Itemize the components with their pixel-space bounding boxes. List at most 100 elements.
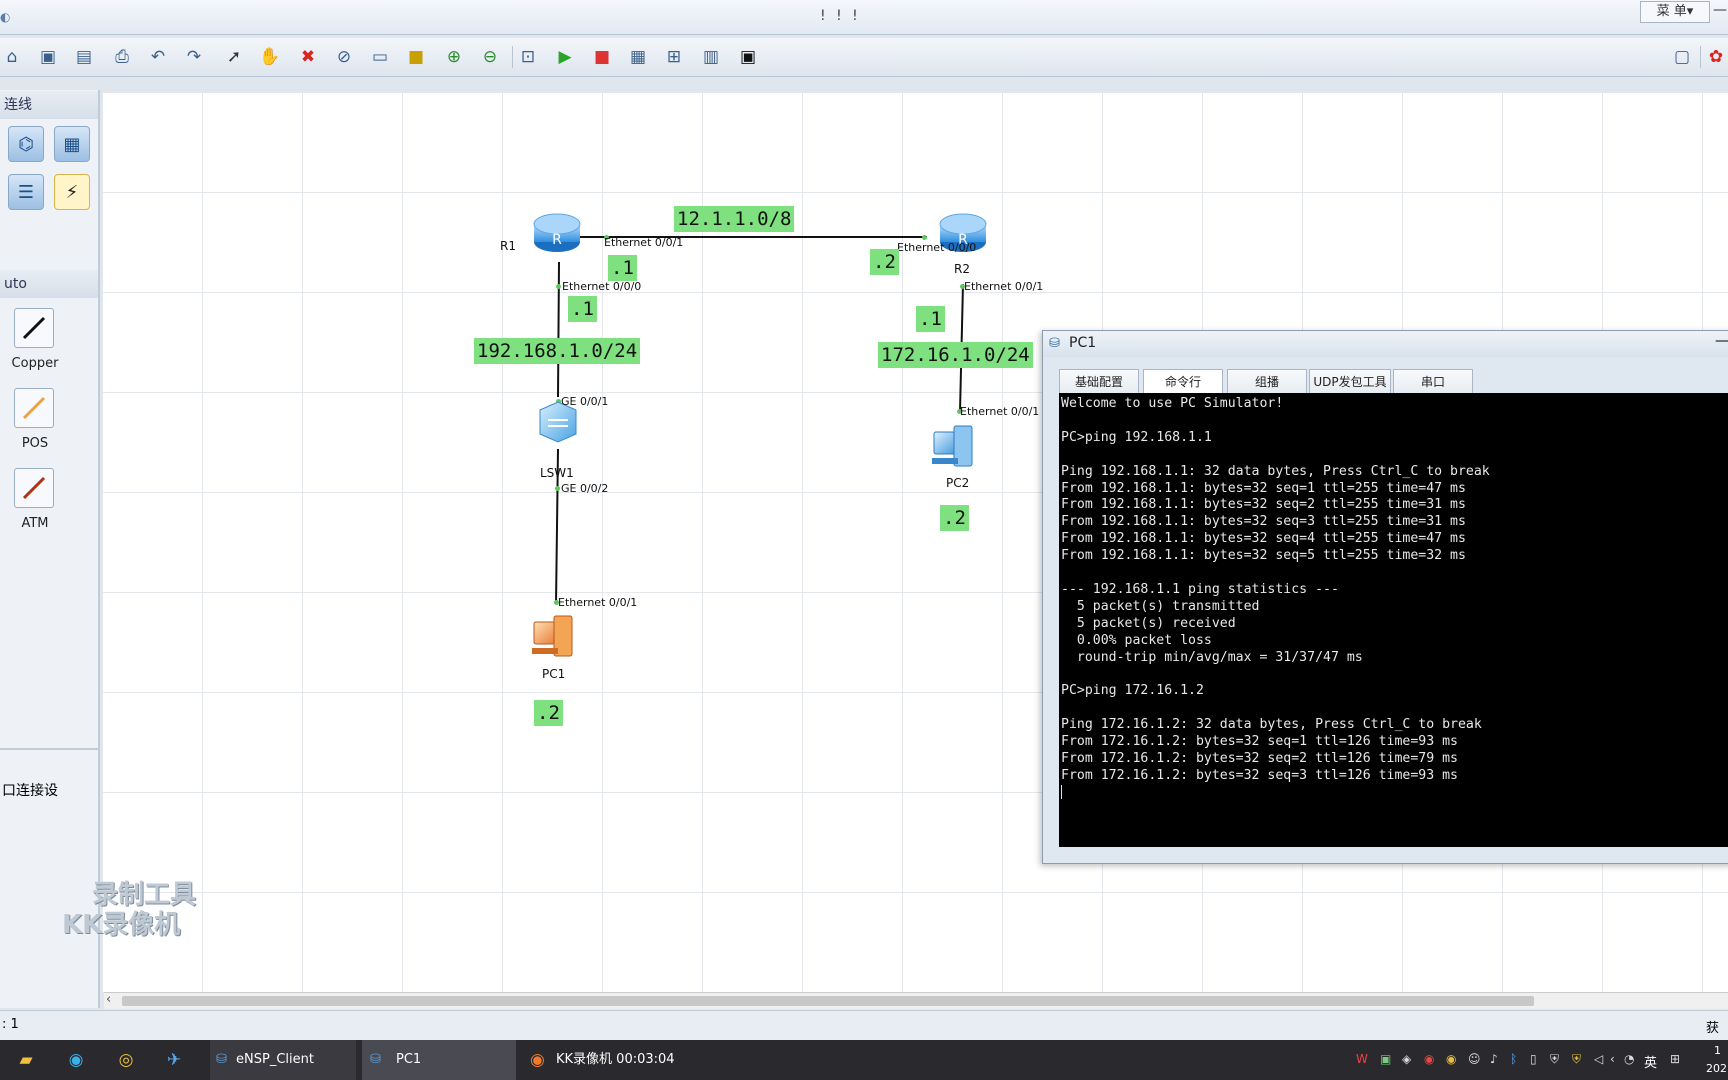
- pc1-device-icon[interactable]: [530, 612, 582, 662]
- wireless-device-icon[interactable]: ⌬: [8, 126, 44, 162]
- server-device-icon[interactable]: ☰: [8, 174, 44, 210]
- network-label-12[interactable]: 12.1.1.0/8: [674, 206, 795, 232]
- shield-tray-icon[interactable]: ⛨: [1572, 1052, 1582, 1066]
- console-line: --- 192.168.1.1 ping statistics ---: [1061, 581, 1339, 597]
- zoom-out-icon[interactable]: ⊖: [482, 47, 498, 67]
- address-label-r2-lan[interactable]: .1: [916, 306, 945, 332]
- tab-udp-tool[interactable]: UDP发包工具: [1309, 369, 1391, 394]
- tab-command-line[interactable]: 命令行: [1143, 369, 1223, 394]
- pc2-device-icon[interactable]: [930, 422, 982, 472]
- atm-cable-icon[interactable]: [14, 468, 54, 508]
- feishu-icon[interactable]: ✈: [166, 1050, 182, 1070]
- microphone-tray-icon[interactable]: ♪: [1490, 1052, 1498, 1066]
- bluetooth-tray-icon[interactable]: ᛒ: [1510, 1052, 1518, 1066]
- select-pointer-icon[interactable]: ➚: [226, 47, 242, 67]
- auto-cable-icon[interactable]: ⚡: [54, 174, 90, 210]
- tab-multicast[interactable]: 组播: [1227, 369, 1307, 394]
- edge-browser-icon[interactable]: ◉: [68, 1050, 84, 1070]
- firewall-device-icon[interactable]: ▦: [54, 126, 90, 162]
- status-bar: : 1 获取: [0, 1010, 1728, 1055]
- console-line: From 172.16.1.2: bytes=32 seq=1 ttl=126 …: [1061, 734, 1458, 750]
- pos-cable-icon[interactable]: [14, 388, 54, 428]
- router-r2-icon[interactable]: R: [938, 212, 988, 252]
- save-icon[interactable]: ▣: [39, 47, 57, 67]
- volume-tray-icon[interactable]: ◁: [1594, 1052, 1604, 1066]
- port-label: Ethernet 0/0/0: [897, 241, 977, 254]
- tray-icon[interactable]: ◈: [1402, 1052, 1412, 1066]
- rectangle-icon[interactable]: ■: [407, 47, 425, 67]
- address-label-pc2[interactable]: .2: [940, 505, 969, 531]
- clock-line2[interactable]: 202: [1706, 1062, 1727, 1075]
- scroll-left-icon[interactable]: ‹: [106, 992, 112, 1007]
- save-as-icon[interactable]: ▤: [75, 47, 93, 67]
- tray-icon[interactable]: ◉: [1446, 1052, 1457, 1066]
- huawei-logo-icon[interactable]: ✿: [1708, 47, 1724, 67]
- address-label-r1-wan[interactable]: .1: [608, 255, 637, 281]
- terminal-icon[interactable]: ▣: [739, 47, 757, 67]
- device-panel: 连线 ⌬ ▦ ☰ ⚡ uto Copper POS ATM 口连接设: [0, 90, 100, 1008]
- tab-basic-config[interactable]: 基础配置: [1059, 369, 1139, 394]
- home-icon[interactable]: ⌂: [6, 47, 18, 67]
- pc-window-icon: ⛁: [1049, 336, 1060, 351]
- scroll-thumb[interactable]: [122, 996, 1534, 1006]
- topology-icon[interactable]: ⊞: [666, 47, 682, 67]
- router-r1-icon[interactable]: R: [532, 212, 582, 252]
- taskbar-item-ensp[interactable]: ⛁ eNSP_Client: [210, 1040, 356, 1080]
- svg-text:R: R: [958, 232, 968, 248]
- security-tray-icon[interactable]: ⛨: [1550, 1052, 1560, 1066]
- section-title-links: 连线: [0, 91, 98, 119]
- capture-icon[interactable]: ▦: [629, 47, 647, 67]
- hand-drag-icon[interactable]: ✋: [259, 47, 281, 67]
- app-icon: ◐: [0, 10, 11, 24]
- tab-serial[interactable]: 串口: [1393, 369, 1473, 394]
- console-line: From 192.168.1.1: bytes=32 seq=4 ttl=255…: [1061, 531, 1466, 547]
- taskbar-item-kk-recorder[interactable]: ◉ KK录像机 00:03:04: [526, 1040, 696, 1080]
- pc1-window-titlebar[interactable]: ⛁ PC1 —: [1043, 331, 1728, 357]
- file-explorer-icon[interactable]: ▰: [19, 1050, 33, 1070]
- grid-icon[interactable]: ▥: [702, 47, 720, 67]
- fit-view-icon[interactable]: ⊡: [520, 47, 536, 67]
- minimize-button[interactable]: —: [1713, 2, 1727, 18]
- chevron-tray-icon[interactable]: ‹: [1610, 1052, 1615, 1066]
- address-label-pc1[interactable]: .2: [534, 700, 563, 726]
- pc1-taskbar-icon: ⛁: [370, 1052, 381, 1067]
- console-line: Ping 192.168.1.1: 32 data bytes, Press C…: [1061, 463, 1490, 479]
- cable-label-atm: ATM: [21, 516, 49, 531]
- wifi-tray-icon[interactable]: ◔: [1624, 1052, 1635, 1066]
- undo-icon[interactable]: ↶: [150, 47, 166, 67]
- redo-icon[interactable]: ↷: [186, 47, 202, 67]
- clock-line1[interactable]: 1: [1714, 1044, 1721, 1057]
- text-note-icon[interactable]: ▭: [371, 47, 389, 67]
- chrome-browser-icon[interactable]: ◎: [118, 1050, 134, 1070]
- antivirus-tray-icon[interactable]: ◉: [1424, 1052, 1435, 1066]
- network-label-192[interactable]: 192.168.1.0/24: [474, 338, 641, 364]
- delete-icon[interactable]: ✖: [300, 47, 316, 67]
- console-line: [1061, 447, 1728, 464]
- switch-lsw1-icon[interactable]: [534, 400, 580, 444]
- command-console[interactable]: Welcome to use PC Simulator! PC>ping 192…: [1059, 393, 1728, 847]
- delete-link-icon[interactable]: ⊘: [336, 47, 352, 67]
- nvidia-tray-icon[interactable]: ▣: [1380, 1052, 1392, 1066]
- address-label-r1-lan[interactable]: .1: [568, 296, 597, 322]
- keyboard-tray-icon[interactable]: ⊞: [1670, 1052, 1681, 1066]
- console-line: [1061, 667, 1728, 684]
- ime-indicator[interactable]: 英: [1644, 1056, 1658, 1071]
- address-label-r2-wan[interactable]: .2: [870, 249, 899, 275]
- console-line: [1061, 565, 1728, 582]
- wps-tray-icon[interactable]: W: [1356, 1052, 1368, 1066]
- port-label: Ethernet 0/0/0: [562, 280, 642, 293]
- network-label-172[interactable]: 172.16.1.0/24: [878, 342, 1033, 368]
- horizontal-scrollbar[interactable]: ‹: [104, 992, 1728, 1009]
- taskbar-item-pc1[interactable]: ⛁ PC1: [362, 1040, 516, 1080]
- usb-tray-icon[interactable]: ▯: [1530, 1052, 1537, 1066]
- chat-icon[interactable]: ▢: [1673, 47, 1691, 67]
- port-label: GE 0/0/2: [561, 482, 609, 495]
- zoom-in-icon[interactable]: ⊕: [446, 47, 462, 67]
- print-icon[interactable]: ⎙: [115, 47, 129, 67]
- copper-cable-icon[interactable]: [14, 308, 54, 348]
- menu-button[interactable]: 菜 单▾: [1640, 1, 1710, 23]
- stop-all-icon[interactable]: ■: [593, 47, 611, 67]
- window-minimize-icon[interactable]: —: [1715, 333, 1728, 349]
- start-all-icon[interactable]: ▶: [558, 47, 572, 67]
- qq-tray-icon[interactable]: ☺: [1468, 1052, 1481, 1066]
